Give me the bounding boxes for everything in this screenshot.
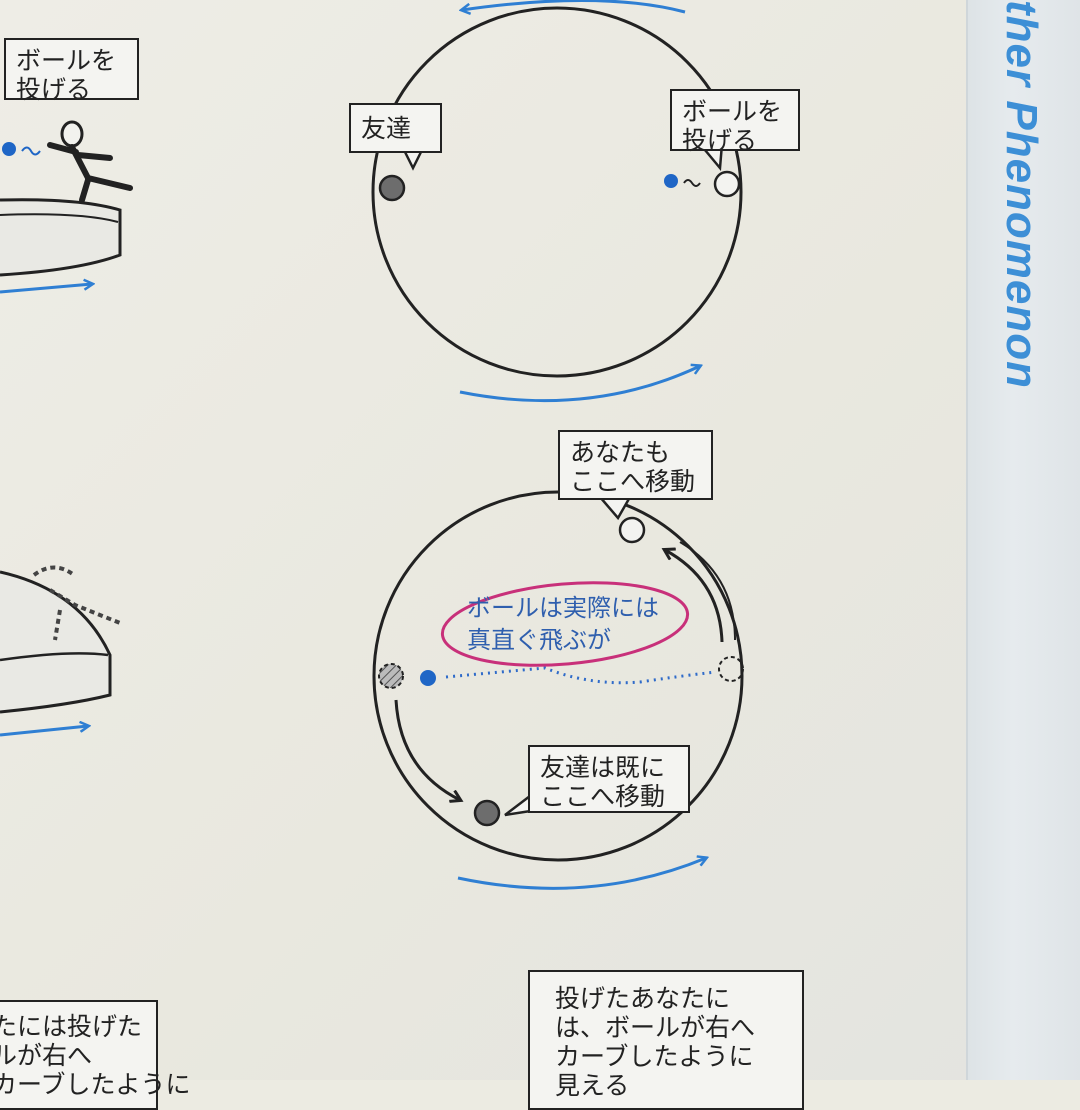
- friend-move-arrow: [394, 699, 460, 800]
- left-bottom-platform-illustration: [0, 565, 121, 737]
- ball-icon: [664, 174, 678, 188]
- ball-icon: [2, 142, 16, 156]
- side-band: [966, 0, 1080, 1080]
- bottom-friend-callout: 友達は既に ここへ移動: [528, 745, 690, 813]
- thrower-marker-old: [718, 656, 744, 682]
- bottom-rotating-disk-diagram: [372, 490, 744, 890]
- top-friend-callout: 友達: [349, 103, 442, 153]
- left-bottom-caption-callout: たには投げた ルが右へ カーブしたように: [0, 1000, 191, 1110]
- thrower-marker-top: [713, 170, 741, 198]
- friend-marker-top: [378, 174, 406, 202]
- friend-marker-new: [473, 799, 501, 827]
- stick-figure-thrower: [47, 120, 133, 203]
- bottom-caption-callout: 投げたあなたに は、ボールが右へ カーブしたように 見える: [528, 970, 804, 1110]
- bottom-ball-note: ボールは実際には 真直ぐ飛ぶが: [467, 594, 659, 654]
- left-top-platform-illustration: [0, 120, 133, 294]
- ball-path-dotted: [445, 666, 717, 685]
- top-thrower-callout: ボールを 投げる: [670, 89, 800, 155]
- diagram-canvas: [0, 0, 744, 1061]
- top-disk-circle: [371, 6, 743, 378]
- top-rotating-disk-diagram: [371, 0, 743, 403]
- bottom-you-callout: あなたも ここへ移動: [558, 430, 713, 500]
- you-marker-new: [618, 516, 646, 544]
- you-move-arrow: [665, 550, 724, 643]
- friend-marker-old: [378, 663, 404, 689]
- highlight-ellipse: [440, 581, 690, 667]
- left-top-callout: ボールを 投げる: [4, 38, 139, 104]
- ball-icon: [420, 670, 436, 686]
